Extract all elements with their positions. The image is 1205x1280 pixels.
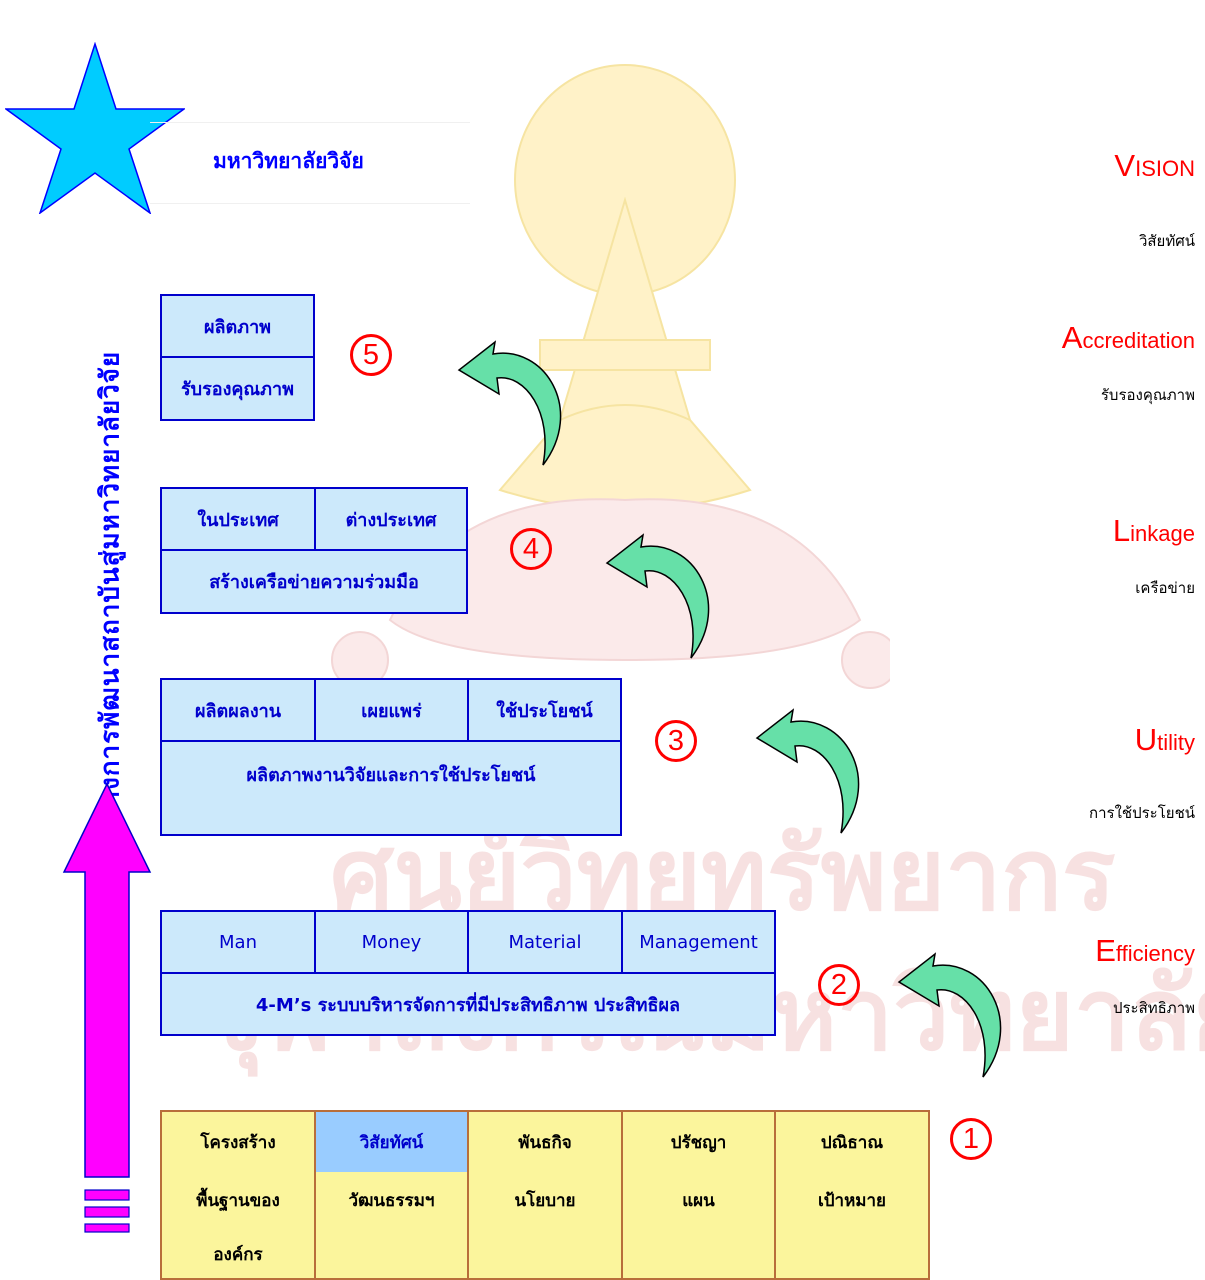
foundation-cell: แผน xyxy=(682,1190,715,1211)
level-5-bottom: รับรองคุณภาพ xyxy=(181,379,294,400)
foundation-cell: ปรัชญา xyxy=(670,1132,727,1153)
level-3-cell: ผลิตผลงาน xyxy=(194,700,282,722)
step-2-marker: 2 xyxy=(818,964,860,1006)
step-3-marker: 3 xyxy=(655,720,697,762)
level-3-bottom: ผลิตภาพงานวิจัยและการใช้ประโยชน์ xyxy=(246,764,536,786)
curved-arrow-icon xyxy=(897,952,1002,1078)
foundation-cell: วัฒนธรรมฯ xyxy=(348,1190,435,1211)
level-4-bottom: สร้างเครือข่ายความร่วมมือ xyxy=(209,572,419,593)
foundation-cell: พื้นฐานของ xyxy=(196,1190,280,1211)
level-5-top: ผลิตภาพ xyxy=(203,316,272,338)
foundation-cell: องค์กร xyxy=(213,1244,263,1265)
curved-arrow-icon xyxy=(457,340,562,466)
foundation-highlight xyxy=(314,1112,467,1172)
foundation-cell: พันธกิจ xyxy=(518,1132,572,1153)
step-1-marker: 1 xyxy=(950,1118,992,1160)
level-3-cell: ใช้ประโยชน์ xyxy=(496,700,593,722)
foundation-cell: เป้าหมาย xyxy=(817,1190,887,1211)
efficiency-label: Efficiency xyxy=(1095,933,1195,968)
accreditation-label: Accreditation xyxy=(1061,320,1195,355)
title-rule xyxy=(150,122,470,204)
step-4-marker: 4 xyxy=(510,528,552,570)
foundation-cell: นโยบาย xyxy=(514,1190,576,1211)
up-arrow-icon xyxy=(62,782,152,1233)
linkage-thai: เครือข่าย xyxy=(1135,579,1195,597)
level-2-cell: Material xyxy=(508,931,582,953)
foundation-cell: วิสัยทัศน์ xyxy=(359,1132,424,1153)
vision-thai: วิสัยทัศน์ xyxy=(1138,232,1195,250)
level-2-bottom: 4-M’s ระบบบริหารจัดการที่มีประสิทธิภาพ ป… xyxy=(255,994,681,1016)
foundation-cell: ปณิธาณ xyxy=(820,1132,884,1153)
level-3-box: ผลิตผลงาน เผยแพร่ ใช้ประโยชน์ ผลิตภาพงาน… xyxy=(160,678,622,836)
level-2-box: Man Money Material Management 4-M’s ระบบ… xyxy=(160,910,776,1036)
accreditation-thai: รับรองคุณภาพ xyxy=(1100,386,1195,404)
utility-label: Utility xyxy=(1134,722,1195,757)
foundation-cell: โครงสร้าง xyxy=(200,1132,276,1153)
level-4-cell: ต่างประเทศ xyxy=(345,509,437,531)
curved-arrow-icon xyxy=(605,533,710,659)
curved-arrow-icon xyxy=(755,708,860,834)
level-2-cell: Money xyxy=(361,931,422,953)
foundation-box: โครงสร้าง วิสัยทัศน์ พันธกิจ ปรัชญา ปณิธ… xyxy=(160,1110,930,1280)
page-title: มหาวิทยาลัยวิจัย xyxy=(213,149,364,173)
efficiency-thai: ประสิทธิภาพ xyxy=(1112,999,1195,1017)
level-3-cell: เผยแพร่ xyxy=(361,700,422,722)
utility-thai: การใช้ประโยชน์ xyxy=(1089,804,1195,822)
star-icon xyxy=(5,42,185,214)
vision-label: VISION xyxy=(1114,148,1195,183)
level-4-cell: ในประเทศ xyxy=(197,509,279,531)
watermark-emblem xyxy=(331,64,890,689)
level-4-box: ในประเทศ ต่างประเทศ สร้างเครือข่ายความร่… xyxy=(160,487,468,614)
step-5-marker: 5 xyxy=(350,334,392,376)
level-2-cell: Management xyxy=(639,931,758,953)
linkage-label: Linkage xyxy=(1112,513,1195,548)
level-5-box: ผลิตภาพ รับรองคุณภาพ xyxy=(160,294,315,421)
level-2-cell: Man xyxy=(219,931,257,953)
